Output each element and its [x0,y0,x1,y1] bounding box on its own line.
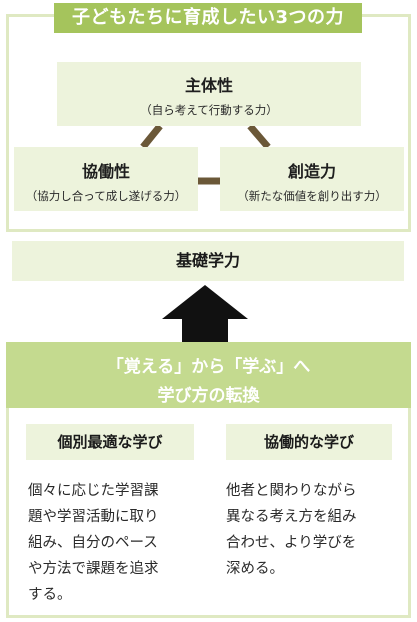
ability-kyodo-title: 協働性 [81,162,130,181]
text-line: 題や学習活動に取り [28,509,159,525]
text-line: 異なる考え方を組み [226,509,357,525]
shift-banner: 「覚える」から「学ぶ」へ 学び方の転換 [6,342,411,408]
up-arrow-icon [162,285,248,345]
ability-shutai: 主体性 （自ら考えて行動する力） [57,62,361,126]
shift-line1: 「覚える」から「学ぶ」へ [106,357,311,377]
shift-line2: 学び方の転換 [157,386,260,406]
ability-shutai-sub: （自ら考えて行動する力） [140,103,278,117]
ability-kyodo: 協働性 （協力し合って成し遂げる力） [14,147,198,211]
collaborative-learning-text: 他者と関わりながら 異なる考え方を組み 合わせ、より学びを 深める。 [226,478,396,582]
text-line: 合わせ、より学びを [226,535,357,551]
text-line: 個々に応じた学習課 [28,483,159,499]
ability-sozo-sub: （新たな価値を創り出す力） [237,189,387,203]
ability-sozo-title: 創造力 [287,162,336,181]
header-title: 子どもたちに育成したい3つの力 [54,3,362,33]
individual-learning-label: 個別最適な学び [26,424,194,460]
text-line: 組み、自分のペース [28,535,158,551]
text-line: する。 [28,587,72,603]
text-line: 他者と関わりながら [226,483,357,499]
ability-sozo: 創造力 （新たな価値を創り出す力） [220,147,404,211]
text-line: 深める。 [226,561,284,577]
individual-learning-text: 個々に応じた学習課 題や学習活動に取り 組み、自分のペース や方法で課題を追求 … [28,478,208,608]
collaborative-learning-label: 協働的な学び [226,424,392,460]
foundation-box: 基礎学力 [12,241,404,281]
text-line: や方法で課題を追求 [28,561,159,577]
ability-kyodo-sub: （協力し合って成し遂げる力） [25,189,187,203]
ability-shutai-title: 主体性 [184,76,233,95]
